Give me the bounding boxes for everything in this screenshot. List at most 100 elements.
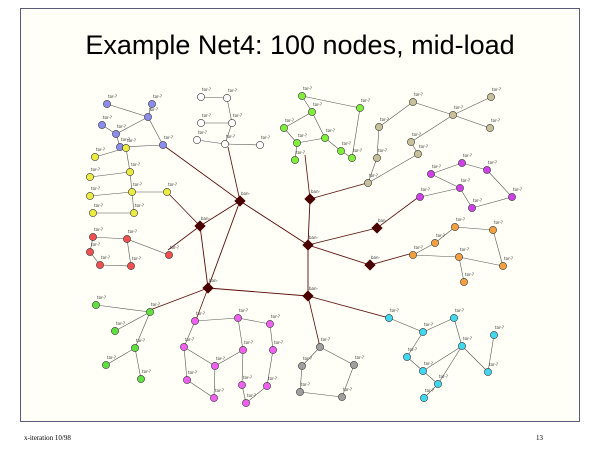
link-edge — [430, 173, 461, 189]
node-label: tor-? — [432, 164, 441, 169]
link-edge — [194, 317, 239, 322]
node-label: tor-? — [136, 338, 145, 343]
link-edge — [376, 126, 380, 159]
router-label: ban- — [378, 218, 388, 223]
network-node — [111, 327, 119, 335]
node-label: tor-? — [380, 117, 389, 122]
node-label: tor-? — [91, 242, 100, 247]
link-edge — [311, 111, 326, 139]
uplink-edge — [166, 191, 201, 227]
network-node — [131, 344, 139, 352]
link-edge — [89, 171, 131, 178]
network-node — [458, 159, 466, 167]
node-label: tor-? — [117, 124, 126, 129]
backbone-router-node — [302, 239, 314, 251]
network-node — [486, 124, 494, 132]
router-label: ban- — [371, 255, 381, 260]
uplink-edge — [304, 154, 311, 200]
link-edge — [492, 229, 504, 267]
node-label: tor-? — [170, 245, 179, 250]
node-label: tor-? — [369, 173, 378, 178]
network-node — [159, 141, 167, 149]
network-node — [210, 394, 218, 402]
network-node — [126, 168, 134, 176]
link-edge — [434, 226, 456, 244]
node-label: tor-? — [460, 247, 469, 252]
link-edge — [453, 317, 463, 347]
link-edge — [422, 317, 455, 333]
node-label: tor-? — [135, 203, 144, 208]
link-edge — [458, 256, 504, 267]
node-label: tor-? — [233, 113, 242, 118]
network-node — [484, 368, 492, 376]
network-node — [409, 251, 417, 259]
network-node — [128, 188, 136, 196]
node-label: tor-? — [492, 87, 501, 92]
uplink-edge — [227, 146, 241, 202]
node-label: tor-? — [271, 314, 280, 319]
link-edge — [412, 242, 436, 256]
slide-frame — [20, 8, 580, 422]
link-edge — [125, 147, 131, 173]
node-label: tor-? — [378, 148, 387, 153]
network-node — [165, 251, 173, 259]
network-node — [89, 233, 97, 241]
network-node — [123, 235, 131, 243]
link-edge — [115, 116, 149, 135]
link-edge — [269, 323, 274, 351]
link-edge — [237, 317, 271, 325]
network-node — [348, 154, 356, 162]
network-node — [316, 343, 324, 351]
node-label: tor-? — [274, 340, 283, 345]
node-label: tor-? — [196, 311, 205, 316]
link-edge — [95, 304, 151, 313]
node-label: tor-? — [303, 356, 312, 361]
network-node — [163, 188, 171, 196]
network-node — [91, 153, 99, 161]
node-label: tor-? — [298, 133, 307, 138]
node-label: tor-? — [202, 113, 211, 118]
node-label: tor-? — [301, 382, 310, 387]
link-edge — [126, 238, 170, 256]
network-node — [460, 278, 468, 286]
node-label: tor-? — [108, 94, 117, 99]
node-label: tor-? — [463, 336, 472, 341]
backbone-router-node — [302, 290, 314, 302]
node-label: tor-? — [132, 256, 141, 261]
node-label: tor-? — [168, 182, 177, 187]
network-node — [221, 140, 229, 148]
network-node — [256, 141, 264, 149]
node-label: tor-? — [151, 302, 160, 307]
network-node — [403, 353, 411, 361]
node-label: tor-? — [285, 118, 294, 123]
node-label: tor-? — [142, 369, 151, 374]
network-node — [373, 154, 381, 162]
network-node — [458, 342, 466, 350]
node-label: tor-? — [414, 245, 423, 250]
node-label: tor-? — [342, 141, 351, 146]
network-node — [468, 204, 476, 212]
network-node — [451, 223, 459, 231]
node-label: tor-? — [412, 132, 421, 137]
node-label: tor-? — [97, 295, 106, 300]
node-label: tor-? — [361, 98, 370, 103]
uplink-edge — [162, 144, 241, 202]
network-node — [364, 179, 372, 187]
link-edge — [301, 95, 361, 109]
uplink-edge — [369, 252, 414, 266]
network-node — [427, 170, 435, 178]
node-label: tor-? — [355, 355, 364, 360]
network-node — [148, 100, 156, 108]
link-edge — [458, 256, 465, 283]
network-node — [130, 209, 138, 217]
network-node — [420, 394, 428, 402]
link-edge — [430, 162, 463, 175]
node-label: tor-? — [94, 203, 103, 208]
network-node — [449, 111, 457, 119]
link-edge — [186, 379, 215, 399]
node-label: tor-? — [321, 337, 330, 342]
node-label: tor-? — [226, 134, 235, 139]
node-label: tor-? — [463, 153, 472, 158]
link-edge — [461, 345, 489, 373]
link-edge — [241, 349, 244, 386]
